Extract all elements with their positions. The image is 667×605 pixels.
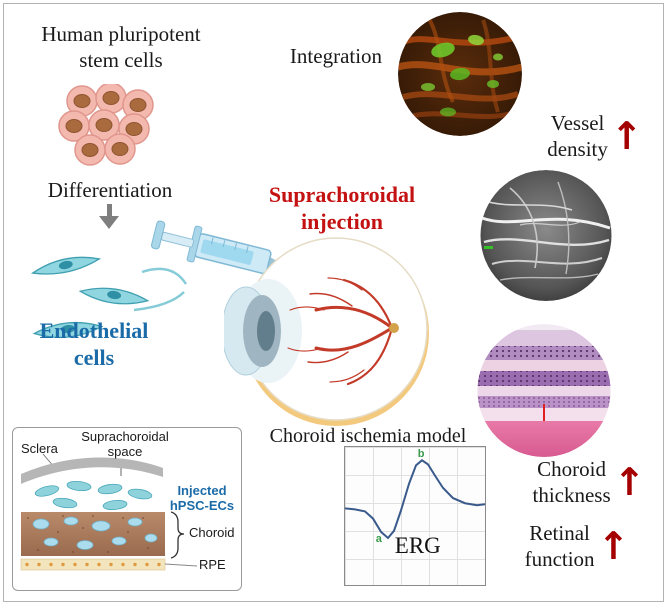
increase-arrow-icon: ↑ (613, 460, 646, 505)
choroid-ischemia-model-label: Choroid ischemia model (269, 425, 467, 447)
vessel-density-label: Vessel density (547, 111, 608, 162)
retinal-function-label: Retinal function (524, 521, 595, 572)
sclera-label: Sclera (21, 441, 58, 456)
integration-label: Integration (289, 44, 383, 68)
hpsc-label: Human pluripotent stem cells (41, 22, 201, 72)
retinal-function-metric: Retinal function ↑ (492, 520, 662, 573)
endothelial-cells-illustration (30, 256, 188, 339)
tissue-layers-illustration (20, 453, 198, 571)
suprachoroidal-space-label: Suprachoroidal space (81, 429, 169, 459)
choroid-thickness-label: Choroid thickness (532, 457, 611, 508)
vessel-density-metric: Vessel density ↑ (528, 110, 662, 163)
rpe-label: RPE (199, 557, 226, 572)
differentiation-label: Differentiation (47, 178, 173, 202)
increase-arrow-icon: ↑ (597, 524, 630, 569)
histology-micrograph (477, 324, 611, 457)
integration-micrograph (398, 12, 522, 136)
injected-hpsc-ecs-label: Injected hPSC-ECs (169, 483, 235, 513)
stem-cells-illustration (58, 84, 154, 166)
erg-b-wave-label: b (417, 448, 425, 461)
angiography-micrograph (480, 170, 612, 301)
erg-a-wave-label: a (375, 532, 382, 545)
eye-illustration (224, 237, 429, 426)
erg-curve (345, 459, 485, 540)
endothelial-cells-label: Endothelial cells (39, 318, 149, 370)
choroid-label: Choroid (189, 525, 235, 540)
choroid-thickness-metric: Choroid thickness ↑ (514, 456, 664, 509)
down-arrow-icon (97, 204, 121, 229)
suprachoroidal-injection-label: Suprachoroidal injection (268, 182, 416, 234)
increase-arrow-icon: ↑ (610, 114, 643, 159)
erg-label: ERG (394, 532, 441, 558)
tissue-layers-inset: Sclera Suprachoroidal space Injected hPS… (12, 427, 242, 591)
syringe-icon (150, 220, 312, 275)
erg-chart: a b ERG (344, 446, 486, 586)
